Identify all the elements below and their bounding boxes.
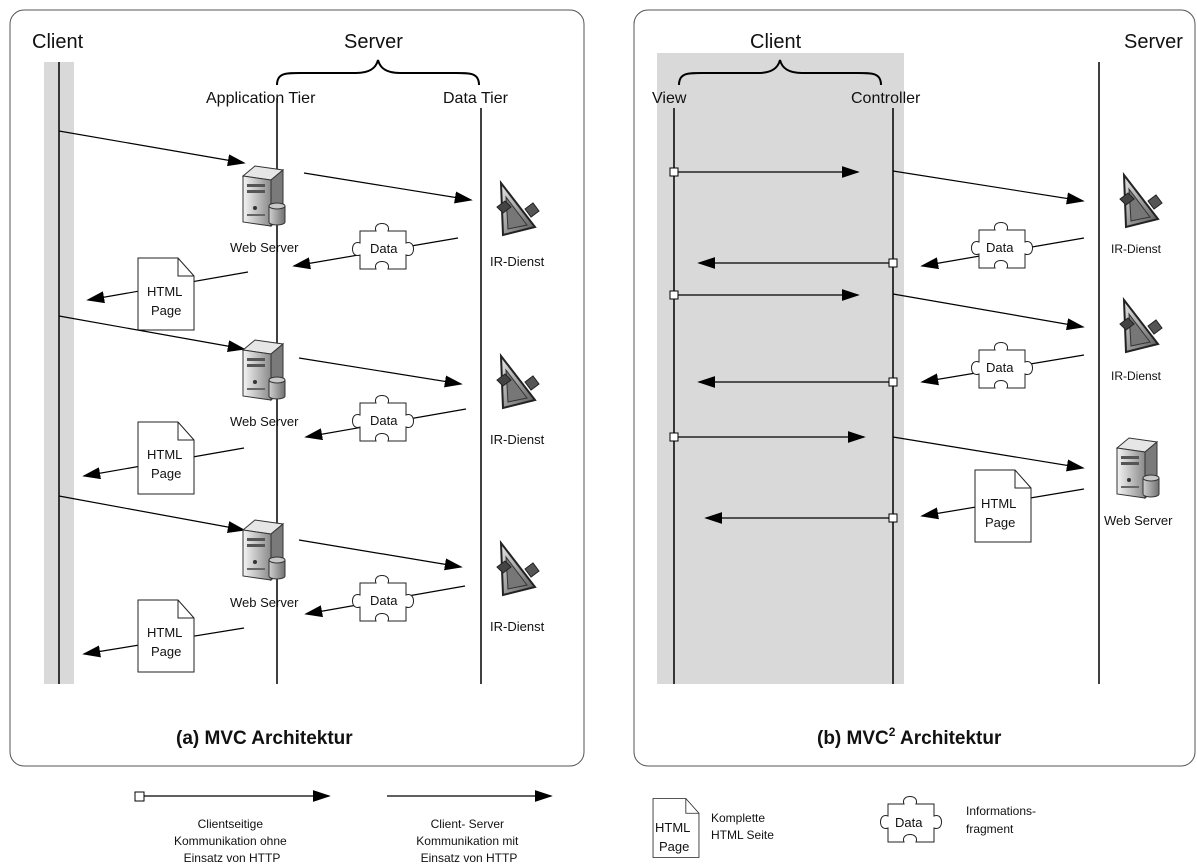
b-http-arrow — [892, 293, 1085, 331]
server-icon — [242, 165, 286, 227]
a-request-arrow — [58, 495, 246, 533]
a-web-server-label: Web Server — [230, 240, 299, 255]
b-http-arrow — [892, 170, 1085, 205]
message-origin-square — [669, 290, 679, 300]
legend-clientside-text: Clientseitige Kommunikation ohne Einsatz… — [174, 817, 290, 865]
message-origin-square — [888, 377, 898, 387]
a-web-server-label: Web Server — [230, 595, 299, 610]
b-data-label: Data — [986, 240, 1014, 255]
a-html-label: HTML — [147, 625, 182, 640]
b-html-label: HTML — [981, 496, 1016, 511]
a-page-label: Page — [151, 303, 181, 318]
a-html-label: HTML — [147, 284, 182, 299]
a-app-tier-label: Application Tier — [206, 90, 316, 107]
b-web-server-label: Web Server — [1104, 513, 1173, 528]
b-controller-label: Controller — [851, 90, 921, 107]
server-icon — [242, 519, 286, 581]
legend-html-desc: Komplette HTML Seite — [711, 811, 774, 842]
a-client-label: Client — [32, 31, 84, 53]
a-query-arrow — [298, 357, 463, 388]
legend-page-label: Page — [659, 839, 689, 854]
a-data-label: Data — [370, 593, 398, 608]
legend-origin-square — [134, 791, 145, 802]
message-origin-square — [669, 167, 679, 177]
b-http-arrow — [892, 436, 1085, 472]
a-ir-dienst-label: IR-Dienst — [490, 619, 545, 634]
message-origin-square — [888, 258, 898, 268]
a-ir-dienst-label: IR-Dienst — [490, 254, 545, 269]
legend-data-desc: Informations- fragment — [966, 804, 1039, 836]
b-client-label: Client — [750, 31, 802, 53]
a-data-tier-label: Data Tier — [443, 90, 509, 107]
server-icon — [242, 339, 286, 401]
b-ir-dienst-label: IR-Dienst — [1111, 369, 1162, 383]
legend-data-label: Data — [895, 815, 923, 830]
a-server-brace — [276, 59, 480, 86]
a-web-server-label: Web Server — [230, 414, 299, 429]
legend-clientserver-text: Client- Server Kommunikation mit Einsatz… — [416, 817, 521, 865]
panel-a-frame — [9, 9, 585, 767]
a-html-label: HTML — [147, 447, 182, 462]
b-caption: (b) MVC2 Architektur — [817, 725, 1002, 749]
a-data-label: Data — [370, 241, 398, 256]
a-request-arrow — [58, 130, 246, 167]
a-server-label: Server — [344, 31, 403, 53]
a-query-arrow — [303, 172, 473, 204]
a-page-label: Page — [151, 466, 181, 481]
b-view-label: View — [652, 90, 687, 107]
b-server-label: Server — [1124, 31, 1183, 53]
a-data-label: Data — [370, 413, 398, 428]
b-ir-dienst-label: IR-Dienst — [1111, 242, 1162, 256]
a-query-arrow — [298, 539, 463, 571]
a-request-arrow — [58, 315, 246, 353]
b-data-label: Data — [986, 360, 1014, 375]
client-band — [657, 53, 904, 684]
message-origin-square — [669, 432, 679, 442]
a-page-label: Page — [151, 644, 181, 659]
b-page-label: Page — [985, 515, 1015, 530]
a-ir-dienst-label: IR-Dienst — [490, 432, 545, 447]
message-origin-square — [888, 513, 898, 523]
server-icon — [1116, 437, 1160, 499]
a-caption: (a) MVC Architektur — [176, 728, 353, 749]
legend-html-label: HTML — [655, 820, 690, 835]
b-client-brace — [678, 59, 882, 86]
